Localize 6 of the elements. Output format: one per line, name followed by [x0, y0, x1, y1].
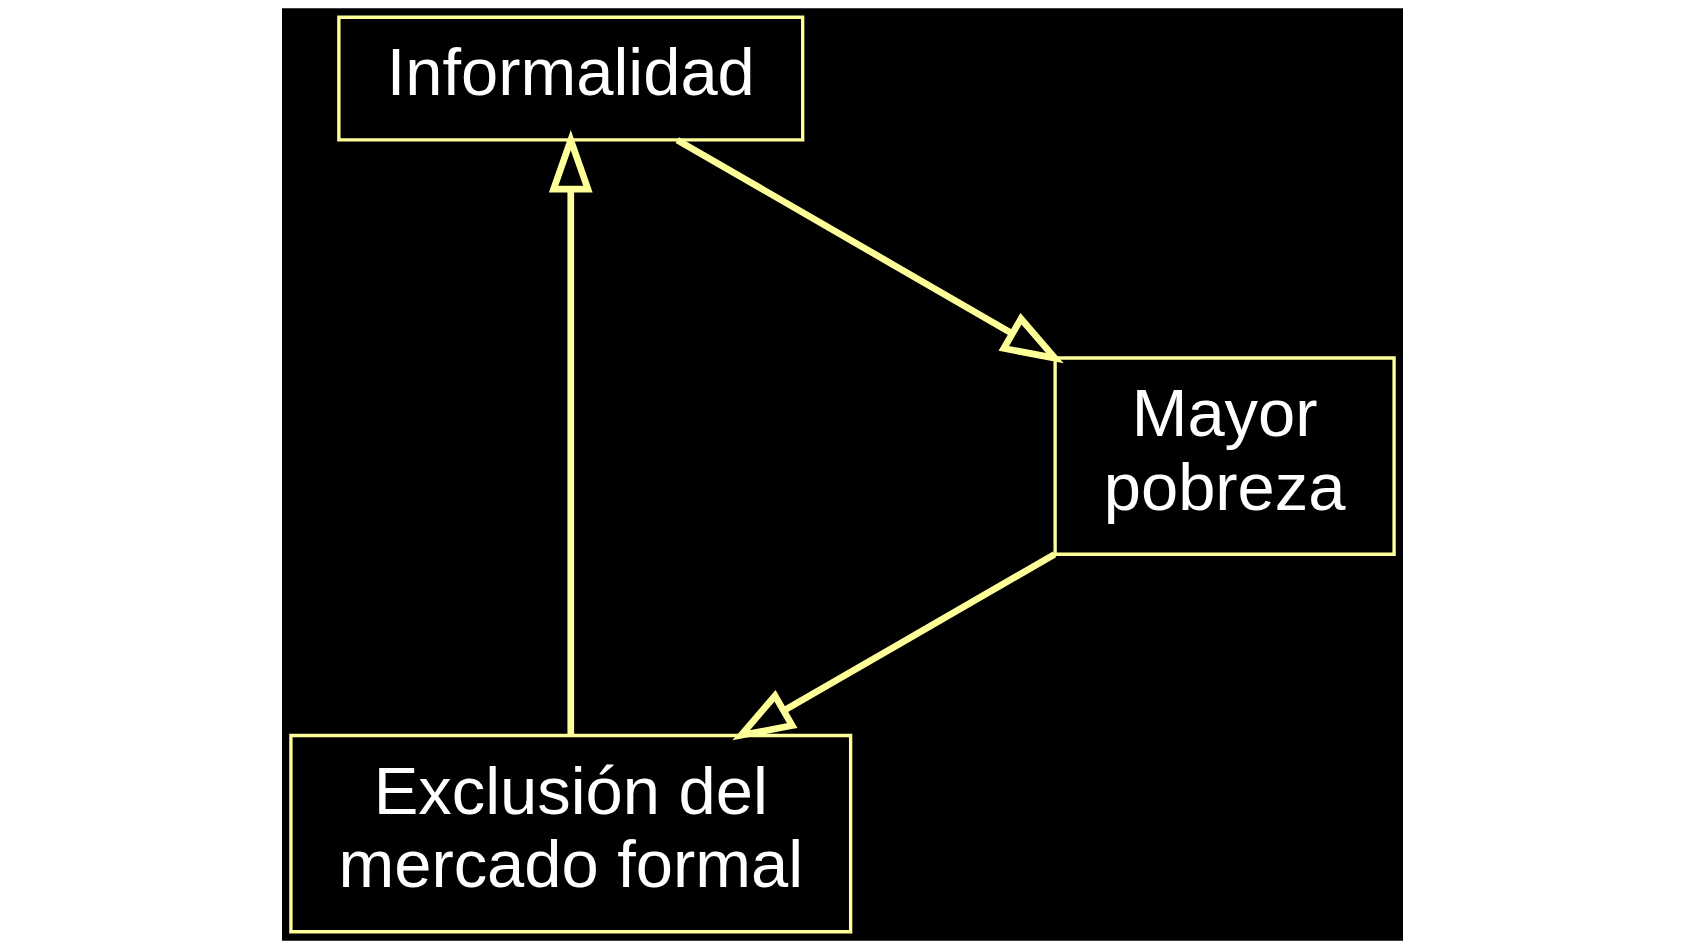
node-box: Mayor pobreza [1052, 356, 1396, 556]
arrow [731, 551, 1056, 741]
arrow [675, 137, 1064, 364]
node-box: Informalidad [336, 15, 804, 142]
arrow [548, 129, 593, 735]
node-box: Exclusión del mercado formal [288, 733, 852, 934]
